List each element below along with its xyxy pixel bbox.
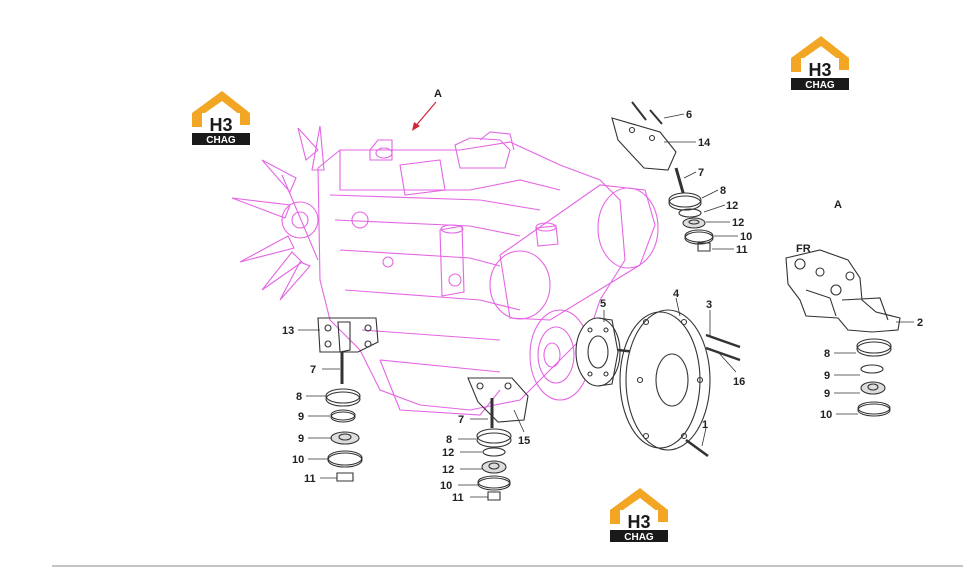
callout-4: 4 bbox=[673, 288, 680, 300]
callout-9-detail-b: 9 bbox=[824, 388, 830, 400]
logo-sub-text: CHAG bbox=[624, 532, 654, 543]
callout-3: 3 bbox=[706, 299, 712, 311]
logo-watermark-bottom: H3 CHAG bbox=[610, 488, 668, 543]
callout-10-detail: 10 bbox=[820, 409, 832, 421]
callout-9-left-a: 9 bbox=[298, 411, 304, 423]
callout-11-top: 11 bbox=[736, 244, 748, 256]
callout-8-detail: 8 bbox=[824, 348, 830, 360]
callout-14: 14 bbox=[698, 137, 711, 149]
callout-1: 1 bbox=[702, 419, 708, 431]
callout-8-left: 8 bbox=[296, 391, 302, 403]
logo-main-text: H3 bbox=[808, 60, 831, 80]
callout-10-center: 10 bbox=[440, 480, 452, 492]
logo-main-text: H3 bbox=[627, 512, 650, 532]
callout-11-left: 11 bbox=[304, 473, 316, 485]
callout-7-top: 7 bbox=[698, 167, 704, 179]
detail-a-label: A bbox=[834, 199, 842, 211]
logo-sub-text: CHAG bbox=[206, 135, 236, 146]
view-a-arrow bbox=[412, 101, 437, 131]
callout-7-center: 7 bbox=[458, 414, 464, 426]
callout-12-center-a: 12 bbox=[442, 447, 454, 459]
callout-13: 13 bbox=[282, 325, 294, 337]
callout-12-center-b: 12 bbox=[442, 464, 454, 476]
parts-outline bbox=[317, 101, 901, 501]
callout-15: 15 bbox=[518, 435, 530, 447]
logo-main-text: H3 bbox=[209, 115, 232, 135]
callout-labels: 13 7 8 9 9 10 11 7 8 12 12 10 11 15 5 4 … bbox=[282, 109, 923, 504]
callout-10-left: 10 bbox=[292, 454, 304, 466]
callout-5: 5 bbox=[600, 298, 606, 310]
callout-12-top-a: 12 bbox=[726, 200, 738, 212]
logo-watermark-left: H3 CHAG bbox=[192, 91, 250, 146]
callout-6: 6 bbox=[686, 109, 692, 121]
fr-label: FR bbox=[796, 243, 811, 255]
callout-16: 16 bbox=[733, 376, 745, 388]
callout-2: 2 bbox=[917, 317, 923, 329]
leader-lines bbox=[298, 113, 914, 498]
logo-sub-text: CHAG bbox=[805, 80, 835, 91]
callout-7-left: 7 bbox=[310, 364, 316, 376]
view-a-label: A bbox=[434, 88, 442, 100]
callout-8-center: 8 bbox=[446, 434, 452, 446]
callout-12-top-b: 12 bbox=[732, 217, 744, 229]
callout-9-left-b: 9 bbox=[298, 433, 304, 445]
logo-watermark-top-right: H3 CHAG bbox=[791, 36, 849, 91]
callout-10-top: 10 bbox=[740, 231, 752, 243]
fan-icon bbox=[231, 125, 325, 301]
callout-9-detail-a: 9 bbox=[824, 370, 830, 382]
callout-8-top: 8 bbox=[720, 185, 726, 197]
callout-11-center: 11 bbox=[452, 492, 464, 504]
